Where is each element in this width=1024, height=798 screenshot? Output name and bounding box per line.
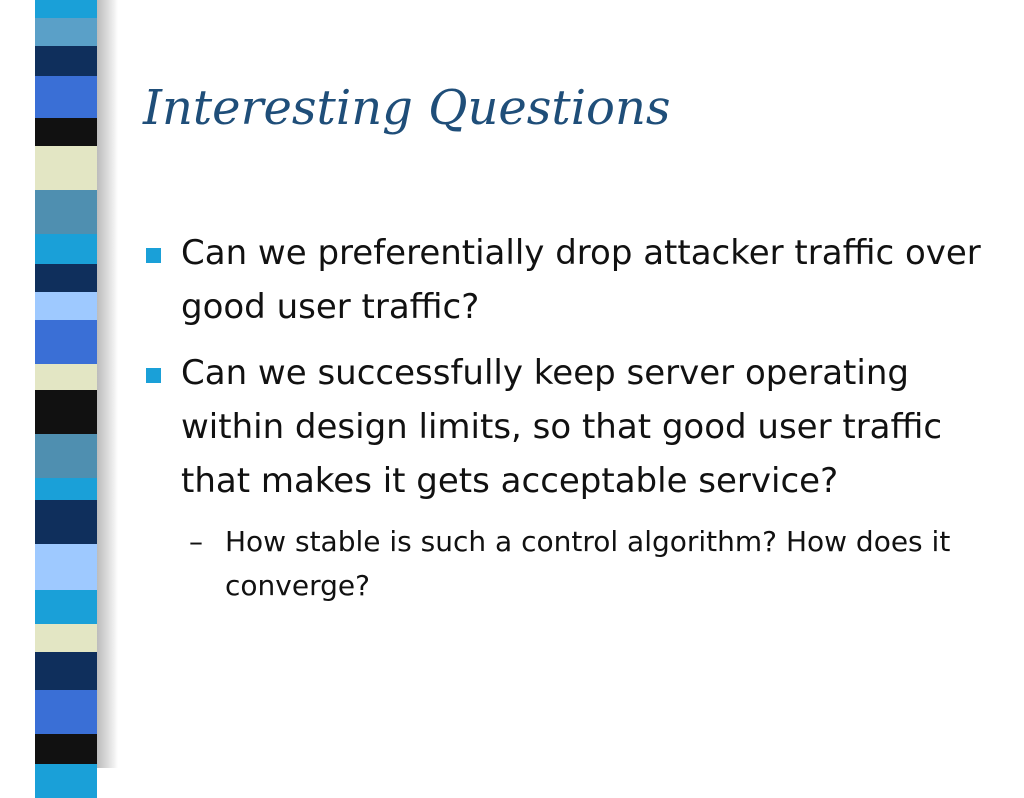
slide-body: Can we preferentially drop attacker traf…: [143, 226, 983, 608]
stripe-block: [35, 544, 97, 590]
stripe-block: [35, 264, 97, 292]
sub-bullet-item: – How stable is such a control algorithm…: [189, 520, 983, 608]
bullet-text: Can we preferentially drop attacker traf…: [181, 233, 981, 327]
stripe-block: [35, 478, 97, 500]
square-bullet-icon: [146, 248, 161, 263]
stripe-block: [35, 76, 97, 118]
decorative-stripe: [35, 0, 97, 798]
stripe-block: [35, 364, 97, 390]
sub-bullet-text: How stable is such a control algorithm? …: [225, 525, 951, 602]
slide: Interesting Questions Can we preferentia…: [35, 0, 983, 798]
stripe-block: [35, 434, 97, 478]
slide-title: Interesting Questions: [143, 80, 671, 136]
stripe-block: [35, 0, 97, 18]
stripe-block: [35, 652, 97, 690]
bullet-item: Can we successfully keep server operatin…: [143, 346, 983, 508]
stripe-block: [35, 118, 97, 146]
stripe-block: [35, 234, 97, 264]
square-bullet-icon: [146, 368, 161, 383]
bullet-item: Can we preferentially drop attacker traf…: [143, 226, 983, 334]
stripe-block: [35, 690, 97, 734]
stripe-block: [35, 190, 97, 234]
stripe-block: [35, 292, 97, 320]
stripe-block: [35, 590, 97, 624]
stripe-block: [35, 46, 97, 76]
stripe-block: [35, 764, 97, 798]
dash-bullet-icon: –: [189, 525, 203, 558]
stripe-block: [35, 734, 97, 764]
bullet-text: Can we successfully keep server operatin…: [181, 353, 943, 501]
stripe-block: [35, 18, 97, 46]
stripe-shadow: [96, 0, 118, 768]
stripe-block: [35, 500, 97, 544]
stripe-block: [35, 320, 97, 364]
stripe-block: [35, 390, 97, 434]
stripe-block: [35, 146, 97, 190]
stripe-block: [35, 624, 97, 652]
